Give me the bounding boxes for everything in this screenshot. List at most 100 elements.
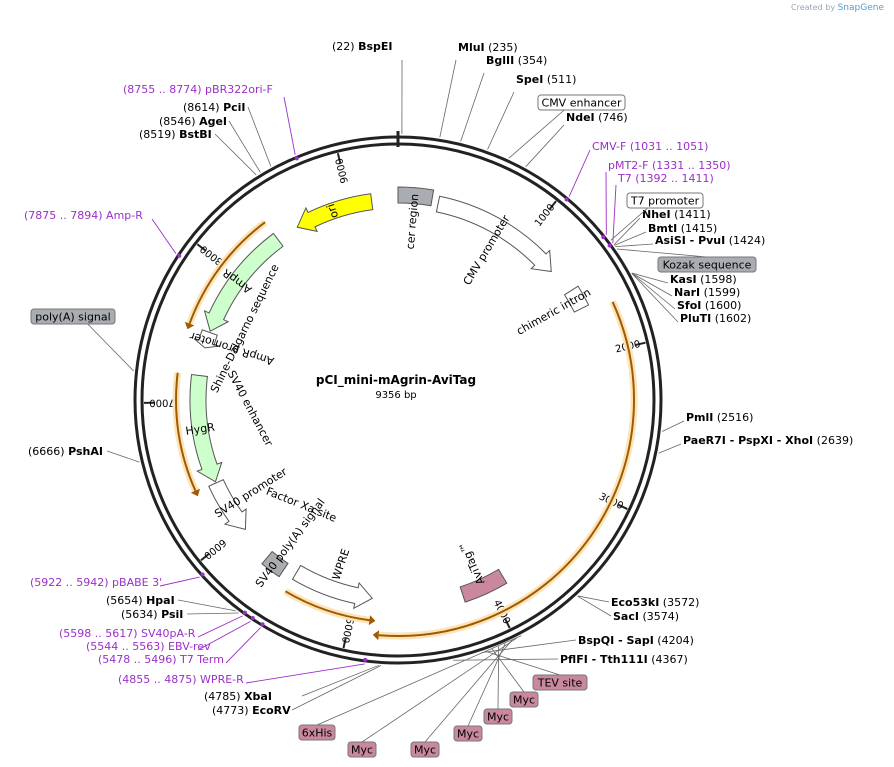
site-pluti[interactable]: PluTI (1602) [680, 312, 751, 325]
site-agei[interactable]: (8546) AgeI [159, 115, 227, 128]
primer-ampr[interactable]: (7875 .. 7894) Amp-R [24, 209, 143, 222]
primer-ebvrev[interactable]: (5544 .. 5563) EBV-rev [86, 640, 211, 653]
primer-wprer[interactable]: (4855 .. 4875) WPRE-R [118, 673, 244, 686]
feature-chimeric-intron[interactable] [563, 285, 590, 313]
site-pos: (1424) [725, 234, 765, 247]
site-saci[interactable]: SacI (3574) [613, 610, 679, 623]
site-pos: (1598) [697, 273, 737, 286]
feature-sv40-polya[interactable] [261, 550, 289, 578]
box-polya-signal[interactable] [30, 308, 116, 325]
site-eco53ki[interactable]: Eco53kI (3572) [611, 596, 699, 609]
orf-main [378, 301, 635, 637]
site-pos: (2639) [813, 434, 853, 447]
site-bstbi[interactable]: (8519) BstBI [139, 128, 212, 141]
site-sfoi[interactable]: SfoI (1600) [677, 299, 741, 312]
tick-6000 [200, 553, 210, 562]
site-nari[interactable]: NarI (1599) [674, 286, 740, 299]
site-name: PflFI - Tth111I [560, 653, 648, 666]
site-name: PsiI [161, 608, 183, 621]
box-myc-1[interactable] [509, 691, 539, 708]
feature-cer-region[interactable] [397, 186, 435, 207]
primer-cmvf[interactable]: CMV-F (1031 .. 1051) [592, 140, 708, 153]
site-name: SfoI [677, 299, 701, 312]
box-myc-4[interactable] [410, 741, 440, 758]
site-name: SpeI [516, 73, 543, 86]
site-pshai[interactable]: (6666) PshAI [28, 445, 103, 458]
site-name: XbaI [244, 690, 272, 703]
box-t7-promoter[interactable] [626, 192, 704, 209]
box-myc-3[interactable] [453, 725, 483, 742]
snapgene-logo: SnapGene [837, 3, 884, 13]
site-pos: (235) [485, 41, 518, 54]
orf-main-halo [378, 300, 638, 640]
box-kozak[interactable] [657, 256, 757, 273]
site-psii[interactable]: (5634) PsiI [121, 608, 183, 621]
site-pcii[interactable]: (8614) PciI [183, 101, 246, 114]
site-spei[interactable]: SpeI (511) [516, 73, 576, 86]
site-asisi[interactable]: AsiSI - PvuI (1424) [655, 234, 765, 247]
primer-pbr322ori[interactable]: (8755 .. 8774) pBR322ori-F [123, 83, 273, 96]
feature-avitag[interactable] [459, 568, 508, 603]
tick-1000 [549, 200, 557, 210]
primer-line-sv40pa [197, 615, 243, 638]
site-line-sfoi [631, 273, 676, 310]
site-name: AsiSI - PvuI [655, 234, 725, 247]
site-paer7i[interactable]: PaeR7I - PspXI - XhoI (2639) [683, 434, 853, 447]
site-nhei[interactable]: NheI (1411) [642, 208, 711, 221]
box-myc-2[interactable] [483, 708, 513, 725]
feature-ampr-promoter[interactable] [193, 329, 220, 349]
site-pos: (5654) [106, 594, 146, 607]
box-myc-5[interactable] [347, 741, 377, 758]
primer-t7[interactable]: T7 (1392 .. 1411) [617, 172, 714, 185]
site-line-hpai [177, 599, 236, 612]
tick-2000 [635, 341, 646, 346]
primer-mark-ampr [177, 253, 182, 258]
site-xbai[interactable]: (4785) XbaI [204, 690, 272, 703]
box-6xhis[interactable] [298, 724, 336, 741]
site-line-pcii [247, 106, 272, 167]
feature-label-avitag: AviTag™ [457, 539, 488, 586]
feature-sv40-promoter[interactable] [208, 478, 247, 530]
site-line-nari [631, 272, 673, 297]
primer-t7term[interactable]: (5478 .. 5496) T7 Term [98, 653, 224, 666]
site-bspei[interactable]: (22) BspEI [332, 40, 393, 53]
site-ecorv[interactable]: (4773) EcoRV [212, 704, 291, 717]
site-name: EcoRV [252, 704, 291, 717]
site-name: PaeR7I - PspXI - XhoI [683, 434, 813, 447]
site-line-pluti [631, 273, 679, 323]
site-pflfi[interactable]: PflFI - Tth111I (4367) [560, 653, 688, 666]
primer-pbabe[interactable]: (5922 .. 5942) pBABE 3' [30, 576, 162, 589]
primer-sv40pa[interactable]: (5598 .. 5617) SV40pA-R [59, 627, 196, 640]
feature-wpre[interactable] [291, 564, 374, 610]
site-bglii[interactable]: BglII (354) [486, 54, 547, 67]
site-line-xbai [301, 664, 380, 697]
site-ndei[interactable]: NdeI (746) [566, 111, 628, 124]
box-label-tev-site: TEV site [537, 677, 583, 690]
box-tev-site[interactable] [532, 674, 588, 691]
primer-mark-sv40pa [242, 610, 247, 615]
site-pos: (3572) [659, 596, 699, 609]
feature-ori[interactable] [296, 193, 374, 233]
site-bspqi[interactable]: BspQI - SapI (4204) [578, 634, 694, 647]
site-pmli[interactable]: PmlI (2516) [686, 411, 753, 424]
site-mlui[interactable]: MluI (235) [458, 41, 518, 54]
feature-amp-r[interactable] [203, 232, 284, 332]
primer-mark-pmt2f [601, 235, 606, 240]
site-pos: (1602) [711, 312, 751, 325]
feature-hygr[interactable] [189, 373, 223, 483]
feature-label-chimeric-intron: chimeric intron [514, 286, 593, 338]
box-label-myc-2: Myc [487, 711, 509, 724]
orf-amp-arrowhead [184, 321, 195, 330]
box-cmv-enhancer[interactable] [537, 94, 626, 111]
primer-pmt2f[interactable]: pMT2-F (1331 .. 1350) [608, 159, 731, 172]
site-kasi[interactable]: KasI (1598) [670, 273, 737, 286]
primer-mark-pbabe [200, 572, 205, 577]
box-label-cmv-enhancer: CMV enhancer [542, 97, 622, 110]
tick-9000 [336, 152, 342, 164]
site-name: AgeI [199, 115, 227, 128]
site-bmti[interactable]: BmtI (1415) [648, 222, 717, 235]
feature-cmv-promoter[interactable] [435, 195, 552, 273]
box-label-kozak: Kozak sequence [663, 259, 752, 272]
site-line-mlui [439, 59, 457, 138]
site-hpai[interactable]: (5654) HpaI [106, 594, 175, 607]
